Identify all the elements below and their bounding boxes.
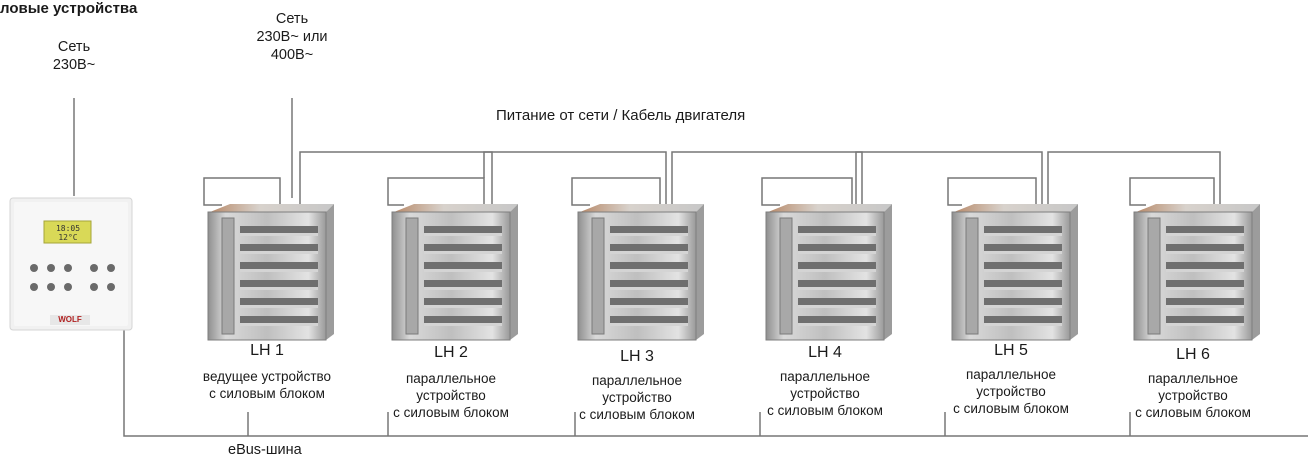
unit-title-5: LH 5: [994, 342, 1028, 359]
power-label-lh1: Сеть 230В~ или 400В~: [240, 10, 344, 64]
unit-title-3: LH 3: [620, 348, 654, 365]
unit-desc-line: параллельное: [591, 373, 683, 388]
power-left-line1: Сеть: [57, 39, 91, 55]
controller-display-text: 18:05 12°C: [55, 224, 81, 242]
ebus-drops: [247, 412, 1131, 436]
unit-desc-6: параллельное устройство с силовым блоком: [1106, 370, 1280, 421]
unit-desc-line: с силовым блоком: [209, 386, 325, 401]
unit-desc-line: параллельное: [965, 367, 1057, 382]
unit-desc-line: с силовым блоком: [953, 401, 1069, 416]
unit-desc-line: ведущее устройство: [202, 369, 332, 384]
power-cable-label: Питание от сети / Кабель двигателя: [496, 107, 746, 124]
heater-unit-5: [951, 204, 1078, 341]
heater-unit-2: [391, 204, 518, 341]
heater-unit-4: [765, 204, 892, 341]
power-left-line2: 230В~: [52, 57, 96, 73]
header-title: ловые устройства: [0, 0, 138, 17]
unit-desc-1: ведущее устройство с силовым блоком: [180, 368, 354, 402]
unit-desc-line: с силовым блоком: [579, 407, 695, 422]
heater-unit-1: [207, 204, 334, 341]
unit-title-6: LH 6: [1176, 346, 1210, 363]
unit-desc-2: параллельное устройство с силовым блоком: [364, 370, 538, 421]
heater-unit-6: [1133, 204, 1260, 341]
unit-desc-line: с силовым блоком: [767, 403, 883, 418]
unit-desc-line: с силовым блоком: [1135, 405, 1251, 420]
unit-desc-line: параллельное: [1147, 371, 1239, 386]
unit-desc-line: устройство: [602, 390, 672, 405]
unit-desc-line: параллельное: [779, 369, 871, 384]
unit-desc-4: параллельное устройство с силовым блоком: [738, 368, 912, 419]
unit-desc-line: с силовым блоком: [393, 405, 509, 420]
unit-desc-line: параллельное: [405, 371, 497, 386]
power-mid-line3: 400В~: [270, 47, 314, 63]
unit-desc-line: устройство: [1158, 388, 1228, 403]
unit-desc-line: устройство: [790, 386, 860, 401]
power-label-controller: Сеть 230В~: [38, 38, 110, 74]
unit-desc-3: параллельное устройство с силовым блоком: [550, 372, 724, 423]
bus-label: eBus-шина: [228, 442, 302, 458]
heater-units: [207, 204, 1260, 341]
ebus-line: [123, 330, 1308, 437]
controller-device: [9, 197, 133, 331]
controller-brand-logo: WOLF: [58, 315, 82, 324]
unit-title-4: LH 4: [808, 344, 842, 361]
heater-unit-3: [577, 204, 704, 341]
power-cable-loops: [203, 151, 1221, 206]
unit-title-2: LH 2: [434, 344, 468, 361]
unit-desc-5: параллельное устройство с силовым блоком: [924, 366, 1098, 417]
unit-title-1: LH 1: [250, 342, 284, 359]
unit-desc-line: устройство: [416, 388, 486, 403]
power-mid-line1: Сеть: [275, 11, 309, 27]
power-mid-line2: 230В~ или: [256, 29, 328, 45]
unit-desc-line: устройство: [976, 384, 1046, 399]
